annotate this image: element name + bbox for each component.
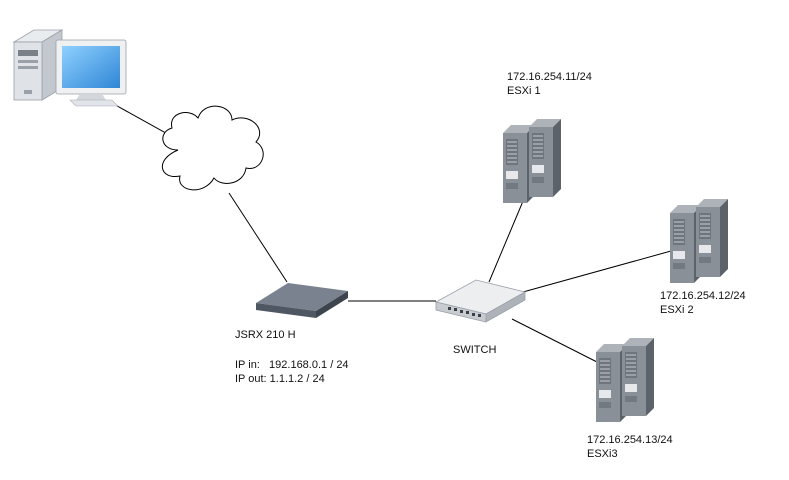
router-icon <box>256 283 348 318</box>
router-ip-in-label: IP in: 192.168.0.1 / 24 <box>235 359 349 371</box>
esxi3-name-label: ESXi3 <box>587 448 618 460</box>
cloud-icon <box>161 105 264 191</box>
esxi2-ip-label: 172.16.254.12/24 <box>660 290 746 302</box>
server-icon-esxi1 <box>503 119 561 203</box>
link-switch-esxi3 <box>511 318 598 363</box>
esxi3-ip-label: 172.16.254.13/24 <box>587 434 673 446</box>
switch-label: SWITCH <box>453 344 496 356</box>
esxi1-name-label: ESXi 1 <box>507 85 541 97</box>
router-name-label: JSRX 210 H <box>235 329 296 341</box>
server-icon-esxi3 <box>596 338 654 422</box>
desktop-computer-icon <box>12 29 127 107</box>
link-switch-esxi2 <box>522 250 672 293</box>
router-ip-out-label: IP out: 1.1.1.2 / 24 <box>235 373 325 385</box>
link-switch-esxi1 <box>488 193 527 283</box>
esxi2-name-label: ESXi 2 <box>660 304 694 316</box>
server-icon-esxi2 <box>670 199 728 283</box>
switch-icon <box>434 279 527 323</box>
link-cloud-router <box>228 192 288 283</box>
esxi1-ip-label: 172.16.254.11/24 <box>507 71 592 83</box>
